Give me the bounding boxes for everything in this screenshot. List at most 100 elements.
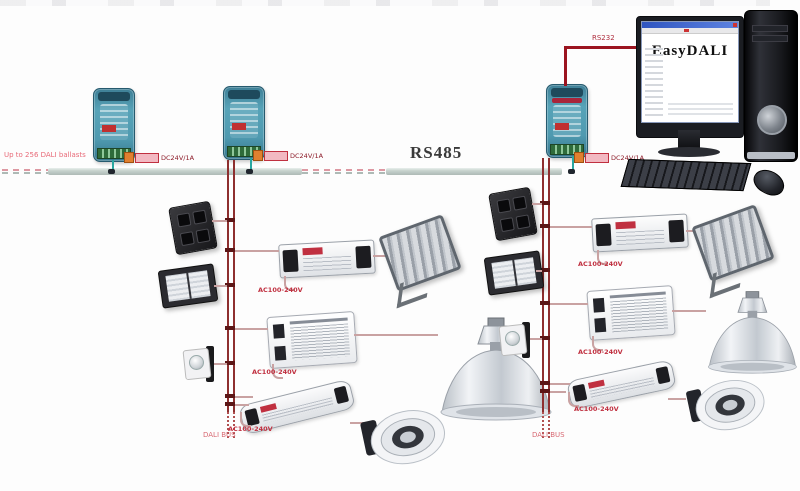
sensor-lens <box>189 355 204 370</box>
driver-terminal <box>595 223 612 247</box>
floodlight <box>691 204 775 299</box>
bus-junction-dot <box>246 169 253 174</box>
module2-power-label: DC24V/1A <box>264 151 323 161</box>
module-bus-drop-wire <box>250 158 252 170</box>
power-label-text: DC24V/1A <box>611 153 645 162</box>
monitor-base <box>658 147 720 157</box>
device-wire <box>235 396 253 398</box>
ballast-terminal <box>592 297 605 313</box>
power-connector-chip <box>135 153 159 163</box>
driver-spec-text <box>615 229 665 246</box>
driver-terminal <box>355 245 372 269</box>
bus-node <box>225 326 235 330</box>
dali-sensor <box>182 346 214 382</box>
pc-monitor: EasyDALI <box>636 16 744 138</box>
dali-touch-panel <box>483 250 545 296</box>
bus-node <box>540 336 550 340</box>
rs485-bus-label: RS485 <box>410 143 463 162</box>
device-wire <box>536 270 542 272</box>
downlight-luminaire <box>686 380 765 431</box>
bus-node <box>540 389 550 393</box>
driver-terminal <box>655 366 671 385</box>
bus-node <box>225 248 235 252</box>
bus-node <box>540 301 550 305</box>
dali-led-driver <box>278 239 376 279</box>
bus-node <box>540 224 550 228</box>
window-title-bar <box>642 22 738 28</box>
record-icon <box>684 29 690 32</box>
mains-pigtail <box>284 276 295 291</box>
software-title: EasyDALI <box>651 43 729 59</box>
floodlight-bracket <box>396 272 431 309</box>
device-wire <box>550 303 588 305</box>
module-red-tag <box>102 125 116 132</box>
keypad-button <box>176 212 192 228</box>
keypad-button <box>515 214 531 230</box>
window-toolbar <box>642 28 738 34</box>
scan-artifact <box>0 0 770 6</box>
ballast-spec-text <box>290 323 351 361</box>
bus-node <box>225 283 235 287</box>
device-wire <box>668 398 686 400</box>
close-icon <box>733 23 737 27</box>
monitor-stand <box>678 130 700 148</box>
driver-terminal <box>282 249 299 273</box>
dali-keypad <box>488 186 538 242</box>
dali-sensor <box>498 322 530 358</box>
mains-pigtail <box>240 412 251 427</box>
highbay-luminaire <box>708 291 797 374</box>
mains-label: AC100-240V <box>578 260 623 268</box>
bus-node <box>225 402 235 406</box>
bus-node <box>225 361 235 365</box>
device-wire <box>235 328 268 330</box>
device-wire <box>550 383 570 385</box>
module3-power-label: DC24V/1A <box>585 153 644 163</box>
module-label-face <box>553 105 581 137</box>
device-wire <box>354 334 438 336</box>
keypad-button <box>179 231 195 247</box>
mouse <box>749 164 789 201</box>
mains-pigtail <box>592 336 603 351</box>
mains-label: AC100-240V <box>228 425 273 433</box>
rs232-wire-horizontal <box>564 46 640 49</box>
device-wire <box>350 422 364 424</box>
rs485-bus-dashed-left <box>2 168 48 175</box>
keypad-button <box>195 228 211 244</box>
drive-bay <box>752 25 788 32</box>
device-wire <box>212 220 227 222</box>
dali-touch-panel <box>157 263 219 309</box>
power-label-text: DC24V/1A <box>290 151 324 160</box>
rs485-bus-segment <box>48 168 302 175</box>
dali-bus-label: DALI BUS <box>532 431 565 439</box>
bus-junction-dot <box>108 169 115 174</box>
floodlight <box>378 214 462 309</box>
ballast-terminal <box>594 317 607 333</box>
module-terminal-top <box>228 90 260 99</box>
driver-red-label <box>615 221 636 230</box>
driver-spec-text <box>302 255 352 272</box>
device-wire <box>235 404 249 406</box>
downlight-luminaire <box>360 410 446 465</box>
module-bus-drop-wire <box>572 156 574 170</box>
keyboard <box>620 158 752 192</box>
software-content-lines <box>668 103 733 117</box>
rs485-bus-segment <box>386 168 562 175</box>
driver-terminal <box>333 385 350 405</box>
dali-led-driver <box>591 213 689 253</box>
keypad-button <box>496 198 512 214</box>
ballast-terminal <box>272 323 285 339</box>
module-label-face <box>230 102 258 138</box>
mains-label: AC100-240V <box>252 368 297 376</box>
mains-pigtail <box>568 392 579 407</box>
tower-foot <box>747 152 795 159</box>
power-label-text: DC24V/1A <box>161 153 195 162</box>
keypad-button <box>512 195 528 211</box>
bus-node <box>540 201 550 205</box>
ballast-terminal <box>274 345 287 361</box>
dali-gateway-module-2 <box>223 86 265 160</box>
module-bus-drop-wire <box>112 160 114 170</box>
power-plug-icon <box>253 150 263 161</box>
module-terminal-bottom <box>550 144 584 155</box>
dali-bus-dotted-tail <box>227 412 229 438</box>
